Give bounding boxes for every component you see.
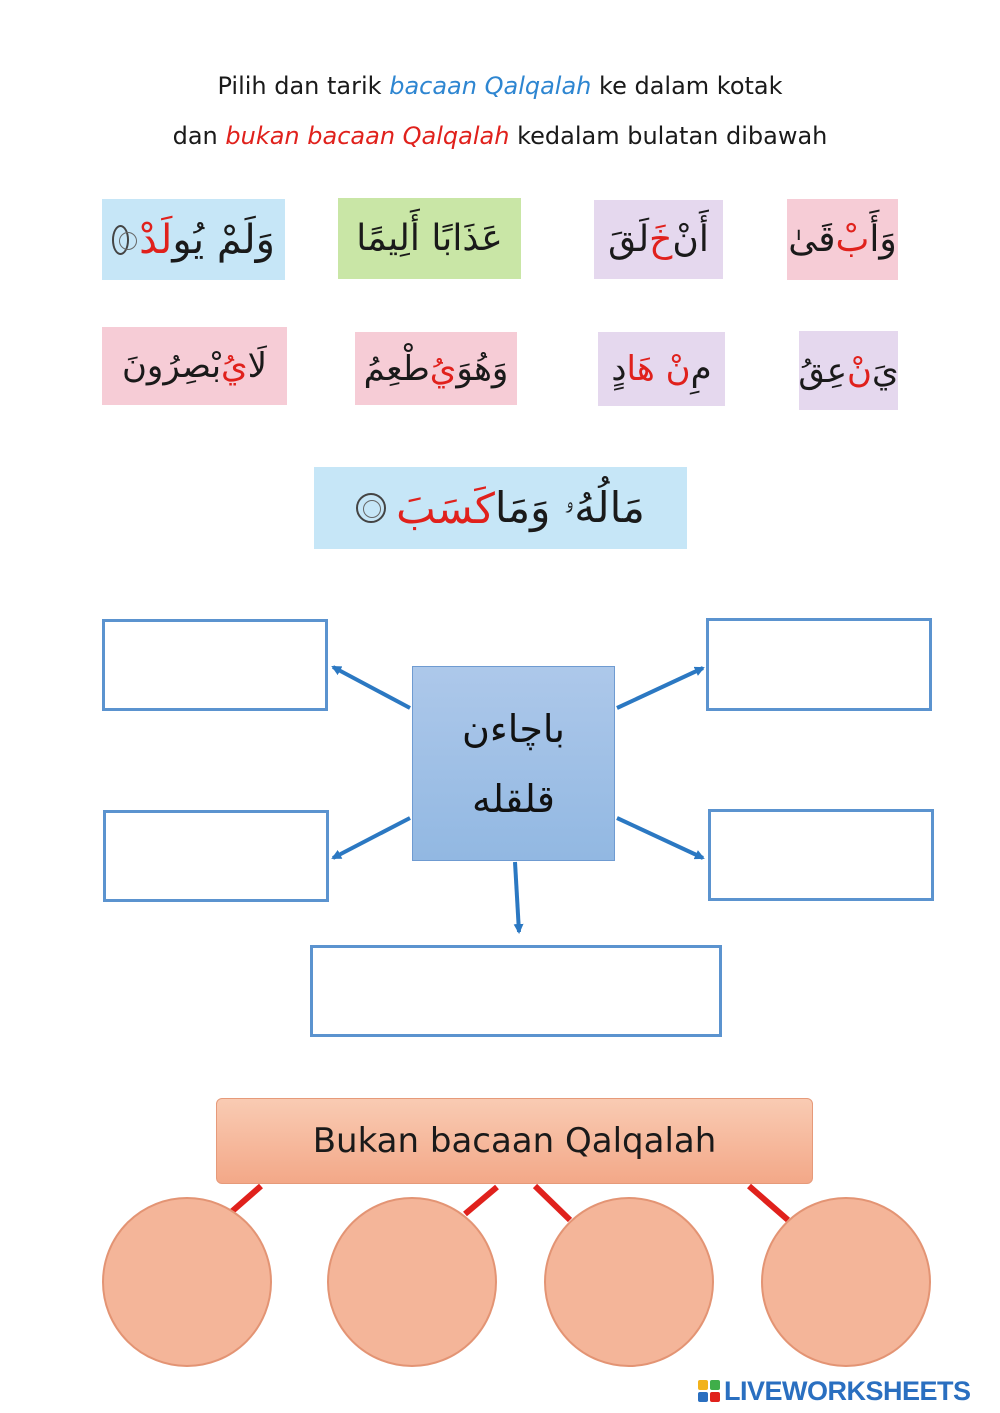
qalqalah-drop-box-1[interactable] [102,619,328,711]
word-card-wahuwa-yutim[interactable]: وَهُوَ يُطْعِمُ [355,332,517,405]
brand-name: LIVEWORKSHEETS [724,1375,971,1406]
card-text: مَالُهُۥ وَمَا [494,483,645,532]
card-text: يَ [872,350,899,391]
bukan-drop-circle-4[interactable] [761,1197,931,1367]
card-highlight: نْ هَا [626,349,691,389]
bukan-qalqalah-header: Bukan bacaan Qalqalah [216,1098,813,1184]
card-highlight: خَ [649,219,673,260]
card-text: أَنْ [672,219,709,260]
arrow-bottom-right [616,816,705,860]
qalqalah-drop-box-4[interactable] [708,809,934,901]
card-text: لَقَ [608,219,650,260]
arrow-top-right [616,666,705,710]
word-card-adzaban-alima[interactable]: عَذَابًا أَلِيمًا [338,198,521,279]
bukan-qalqalah-label: Bukan bacaan Qalqalah [312,1121,717,1161]
card-text: عِقُ [798,350,848,391]
card-text: طْعِمُ [363,348,430,389]
card-text: قَىٰ [788,219,836,260]
arrow-top-left [331,665,411,710]
instruction-text: dan [172,122,226,150]
bukan-drop-circle-1[interactable] [102,1197,272,1367]
bukan-drop-circle-2[interactable] [327,1197,497,1367]
instruction-emphasis-bukan: bukan bacaan Qalqalah [225,122,510,150]
card-text: عَذَابًا أَلِيمًا [356,218,503,259]
word-card-maluhu-wama-kasab[interactable]: مَالُهُۥ وَمَا كَسَبَ [314,467,687,549]
ayah-end-icon [112,224,138,255]
word-card-wa-abqa[interactable]: وَأَبْقَىٰ [787,199,898,280]
card-highlight: نْ [847,350,872,391]
red-connector-4 [747,1183,790,1223]
card-highlight: يُ [429,348,457,389]
card-text: مِ [690,349,712,389]
qalqalah-drop-box-2[interactable] [706,618,932,711]
instruction-text: Pilih dan tarik [217,72,390,100]
card-highlight: كَسَبَ [396,483,495,533]
instruction-text: ke dalam kotak [591,72,783,100]
center-label-line-2: قلقله [472,776,555,821]
card-text: دٍ [611,349,627,389]
card-text: لَا [247,346,268,386]
instruction-line-1: Pilih dan tarik bacaan Qalqalah ke dalam… [0,72,1000,100]
word-card-yanqu[interactable]: يَنْعِقُ [798,331,899,410]
ayah-end-icon [356,493,387,523]
center-label-line-1: باچاءن [462,706,565,751]
card-text: وَهُوَ [456,348,509,389]
card-text: وَأَ [869,219,897,260]
card-highlight: بْ [835,219,870,260]
card-highlight: يُ [221,346,248,386]
card-text: بْصِرُونَ [121,346,222,386]
instruction-text: kedalam bulatan dibawah [509,122,828,150]
qalqalah-drop-box-5[interactable] [310,945,722,1037]
card-text: وَلَمْ يُو [172,216,275,263]
arrow-bottom-left [331,816,411,860]
word-card-la-yubsirun[interactable]: لَا يُبْصِرُونَ [102,327,287,405]
red-connector-3 [532,1183,573,1223]
card-highlight: لَدْ [139,216,173,263]
bacaan-qalqalah-center-box: باچاءن قلقله [412,666,615,861]
red-connector-1 [227,1183,263,1217]
qalqalah-drop-box-3[interactable] [103,810,329,902]
bukan-drop-circle-3[interactable] [544,1197,714,1367]
liveworksheets-logo-icon [698,1380,720,1402]
liveworksheets-brand: LIVEWORKSHEETS [698,1376,971,1406]
word-card-an-khalaqa[interactable]: أَنْ خَلَقَ [594,200,723,279]
instruction-emphasis-qalqalah: bacaan Qalqalah [389,72,592,100]
arrow-bottom-center [513,861,524,934]
instruction-line-2: dan bukan bacaan Qalqalah kedalam bulata… [0,122,1000,150]
red-connector-2 [463,1184,499,1217]
